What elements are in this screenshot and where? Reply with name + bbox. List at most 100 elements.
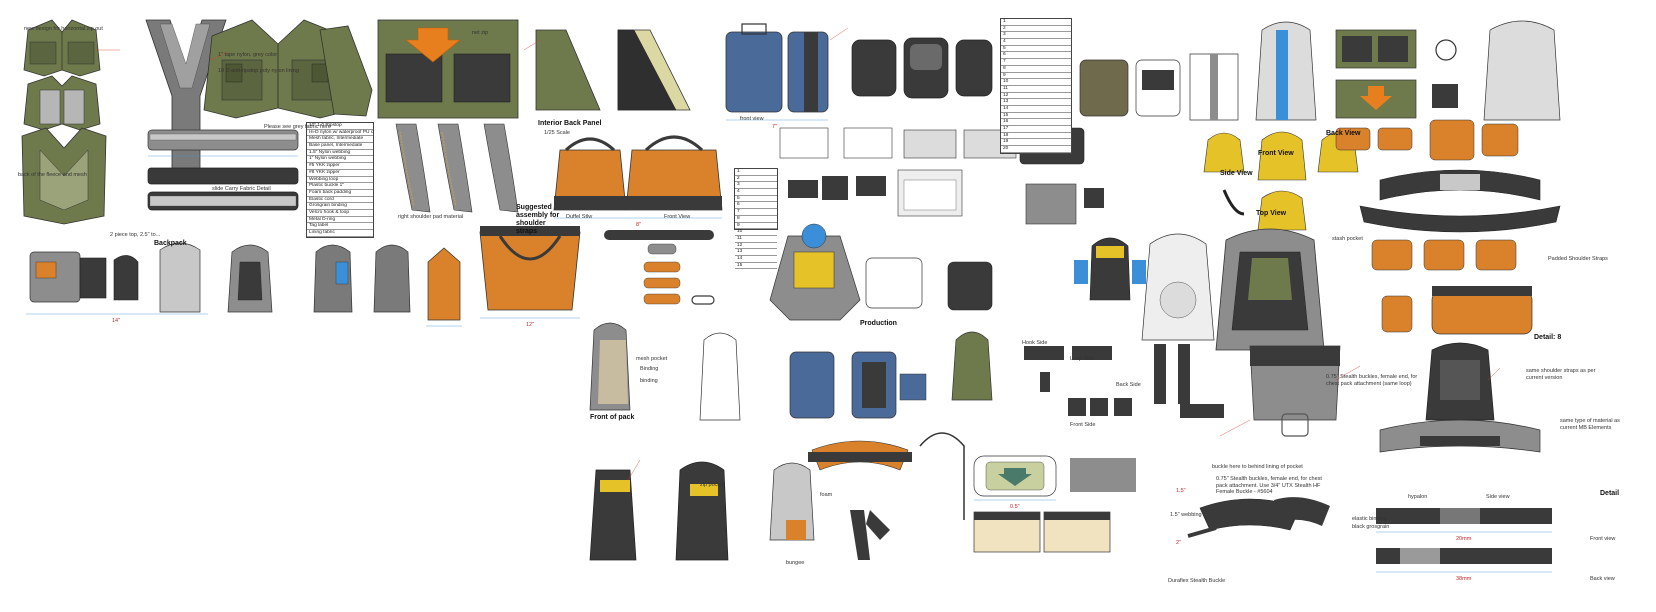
label-production: Production: [860, 320, 897, 327]
component-row: 11: [735, 236, 777, 243]
bom-row: 11: [1001, 86, 1071, 93]
hypalon-strap-group: [1024, 344, 1224, 418]
label-loop-side: Loop Side: [1070, 356, 1095, 362]
bom-row: 4: [1001, 39, 1071, 46]
label-side-view: Side View: [1220, 170, 1253, 177]
material-spec-row: 1.5" Nylon webbing: [307, 150, 373, 157]
label-duffel-front: Front View: [664, 214, 691, 220]
label-front-of-pack: Front of pack: [590, 414, 635, 421]
dim-label-4: 7": [772, 124, 778, 130]
large-backpack-group: [1141, 228, 1325, 351]
label-front-side: Front Side: [1070, 422, 1096, 428]
material-spec-row: Foam back padding: [307, 190, 373, 197]
dim-label-1: 14": [112, 318, 121, 324]
material-spec-row: #5 YKK zipper: [307, 163, 373, 170]
component-row: 4: [735, 189, 777, 196]
label-back-view-2: Back view: [1590, 576, 1615, 582]
label-top-view: Top View: [1256, 210, 1287, 217]
label-elastic: elastic binding: [1352, 516, 1387, 522]
camera-harness: [769, 223, 993, 321]
label-duffel-top: Duffel Stlw: [566, 214, 593, 220]
bom-row: 20: [1001, 146, 1071, 153]
label-suggested: Suggested assembly for shoulder straps: [516, 204, 560, 235]
tactical-pack-group: [589, 322, 993, 421]
label-front-view-2: Front view: [1590, 536, 1616, 542]
label-interior-scale: 1/25 Scale: [544, 130, 570, 136]
label-vest-back: back of the fleece and mesh: [18, 172, 87, 178]
bom-row: 14: [1001, 106, 1071, 113]
component-row: 13: [735, 249, 777, 256]
label-mesh-pocket: mesh pocket: [636, 356, 668, 362]
dim-label-8: 2": [1176, 540, 1182, 546]
callout-lines: [96, 27, 1501, 481]
label-vest-front: new design for horizontal zip out: [24, 26, 103, 32]
label-belt-note-3: same type of material as current MB Elem…: [1560, 418, 1620, 431]
bin-group: [779, 127, 1017, 217]
material-spec-row: Mesh fabric, Intermediate: [307, 136, 373, 144]
bom-row: 12: [1001, 93, 1071, 100]
bom-row: 15: [1001, 113, 1071, 120]
label-vest-yoke: 1" tape nylon, grey color: [218, 52, 278, 58]
bom-row: 2: [1001, 26, 1071, 33]
dim-label-7: 1.5": [1176, 488, 1186, 494]
label-back-view: Back View: [1326, 130, 1361, 137]
fishing-vest-group: [21, 19, 373, 225]
label-detail-b: Detail: [1600, 490, 1620, 497]
material-spec-row: Elastic cord: [307, 197, 373, 204]
vest-front-small: [23, 19, 101, 77]
label-elastic-2: black grosgrain: [1352, 524, 1390, 530]
bom-row: 7: [1001, 59, 1071, 66]
material-spec-row: Grosgrain binding: [307, 203, 373, 210]
label-tool-bag: slide Carry Fabric Detail: [212, 186, 271, 192]
label-belt-note: 0.75" Stealth buckles, female end, for c…: [1326, 374, 1418, 387]
bom-row: 5: [1001, 46, 1071, 53]
component-row: 3: [735, 182, 777, 190]
hip-pack-group: [1187, 342, 1552, 564]
material-spec-row: 10" 1.0 Ripstop: [307, 123, 373, 130]
dim-label-6: 38mm: [1456, 576, 1472, 582]
bom-row: 10: [1001, 79, 1071, 86]
label-detail-a: Detail: 8: [1534, 334, 1562, 341]
bom-row: 16: [1001, 119, 1071, 126]
label-hook-side: Hook Side: [1022, 340, 1048, 346]
bom-row: 17: [1001, 126, 1071, 133]
bom-row: 18: [1001, 133, 1071, 140]
bom-row: 19: [1001, 139, 1071, 147]
label-belt-note-2: same shoulder straps as per current vers…: [1526, 368, 1596, 381]
bom-row: 9: [1001, 73, 1071, 80]
interior-back-panel: [535, 29, 691, 111]
strap-accessories: [604, 230, 715, 305]
label-vest-note: Please see grey fabric here: [264, 124, 331, 130]
shoulder-strap-group: [395, 123, 519, 213]
material-spec-row: Velcro hook & loop: [307, 210, 373, 217]
dim-label-3: 8": [636, 222, 642, 228]
label-duraflex: Duraflex Stealth Buckle: [1168, 578, 1226, 584]
component-row: 14: [735, 256, 777, 263]
vest-back-closeup: [377, 19, 519, 119]
label-back-side: Back Side: [1116, 382, 1141, 388]
vest-front-small-2: [23, 75, 101, 131]
label-zip-pocket: zip pocket: [700, 482, 725, 488]
bom-row: 1: [1001, 19, 1071, 26]
material-spec-row: Base panel, Intermediate: [307, 143, 373, 150]
label-interior-back: Interior Back Panel: [538, 120, 602, 127]
dimension-lines: [26, 119, 1552, 573]
label-vest-pocket: 10 D anti-ripstop poly nylon lining: [218, 68, 300, 74]
component-row: 10: [735, 229, 777, 236]
label-bungee: bungee: [786, 560, 805, 566]
label-binding: Binding: [640, 366, 659, 372]
material-spec-row: 1" Nylon webbing: [307, 156, 373, 164]
bom-row: 8: [1001, 66, 1071, 73]
component-row: 8: [735, 216, 777, 223]
component-row: 9: [735, 223, 777, 230]
material-spec-row: Lining fabric: [307, 230, 373, 237]
component-row: 5: [735, 196, 777, 203]
label-roller-front: front view: [740, 116, 764, 122]
label-foam: foam: [820, 492, 833, 498]
top-right-pockets: [1079, 21, 1317, 121]
label-side-view-2: Side view: [1486, 494, 1510, 500]
bom-row: 6: [1001, 52, 1071, 60]
